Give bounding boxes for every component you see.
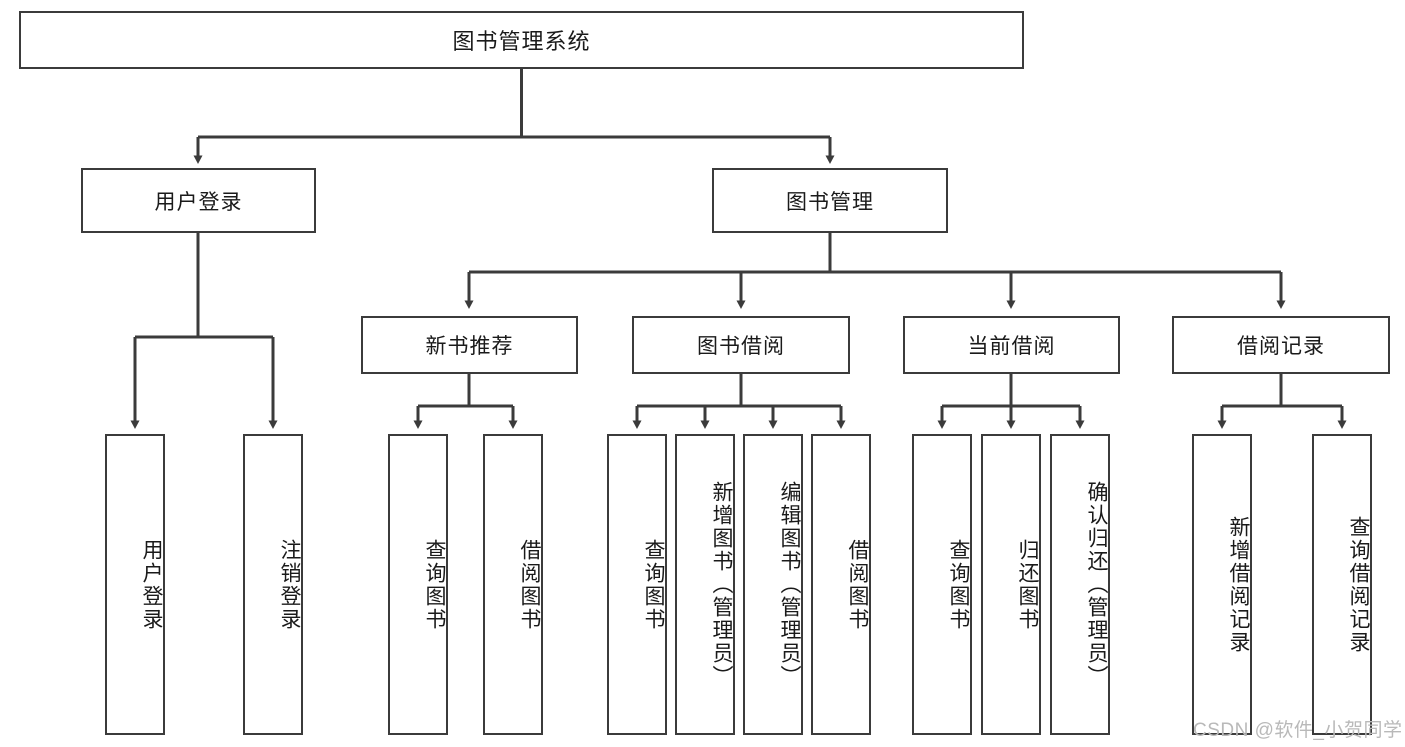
node-current-borrow[interactable]: 当前借阅: [903, 316, 1120, 374]
leaf-confirm-return-admin[interactable]: 确认归还（管理员）: [1050, 434, 1110, 735]
leaf-add-book-admin[interactable]: 新增图书（管理员）: [675, 434, 735, 735]
node-label: 借阅图书: [518, 538, 541, 631]
node-label: 查询图书: [423, 538, 446, 631]
leaf-query-books-new[interactable]: 查询图书: [388, 434, 448, 735]
node-label: 新增图书（管理员）: [710, 481, 733, 688]
leaf-query-books-current[interactable]: 查询图书: [912, 434, 972, 735]
node-label: 图书管理: [786, 190, 874, 214]
node-label: 图书管理系统: [452, 29, 591, 54]
leaf-borrow-books[interactable]: 借阅图书: [811, 434, 871, 735]
node-label: 新书推荐: [425, 335, 514, 358]
node-label: 归还图书: [1016, 538, 1039, 631]
node-label: 查询图书: [947, 538, 970, 631]
node-label: 确认归还（管理员）: [1085, 481, 1108, 688]
node-new-book-recommend[interactable]: 新书推荐: [361, 316, 578, 374]
node-root-book-management-system[interactable]: 图书管理系统: [19, 11, 1024, 69]
leaf-borrow-books-new[interactable]: 借阅图书: [483, 434, 543, 735]
node-label: 查询图书: [642, 538, 665, 631]
node-label: 查询借阅记录: [1347, 515, 1370, 654]
node-label: 编辑图书（管理员）: [778, 481, 801, 688]
csdn-watermark: CSDN @软件_小贺同学: [1193, 720, 1403, 741]
node-label: 当前借阅: [967, 335, 1056, 358]
node-label: 注销登录: [278, 538, 301, 631]
node-borrow-records[interactable]: 借阅记录: [1172, 316, 1390, 374]
node-label: 借阅记录: [1237, 335, 1325, 358]
leaf-user-login[interactable]: 用户登录: [105, 434, 165, 735]
node-label: 新增借阅记录: [1227, 515, 1250, 654]
leaf-return-books[interactable]: 归还图书: [981, 434, 1041, 735]
leaf-add-borrow-record[interactable]: 新增借阅记录: [1192, 434, 1252, 735]
node-label: 用户登录: [154, 190, 243, 214]
node-book-management[interactable]: 图书管理: [712, 168, 948, 233]
leaf-query-books-borrow[interactable]: 查询图书: [607, 434, 667, 735]
node-label: 图书借阅: [697, 335, 785, 358]
node-label: 借阅图书: [846, 538, 869, 631]
node-book-borrow[interactable]: 图书借阅: [632, 316, 850, 374]
leaf-edit-book-admin[interactable]: 编辑图书（管理员）: [743, 434, 803, 735]
node-user-login[interactable]: 用户登录: [81, 168, 316, 233]
leaf-logout[interactable]: 注销登录: [243, 434, 303, 735]
node-label: 用户登录: [140, 538, 163, 631]
leaf-query-borrow-record[interactable]: 查询借阅记录: [1312, 434, 1372, 735]
